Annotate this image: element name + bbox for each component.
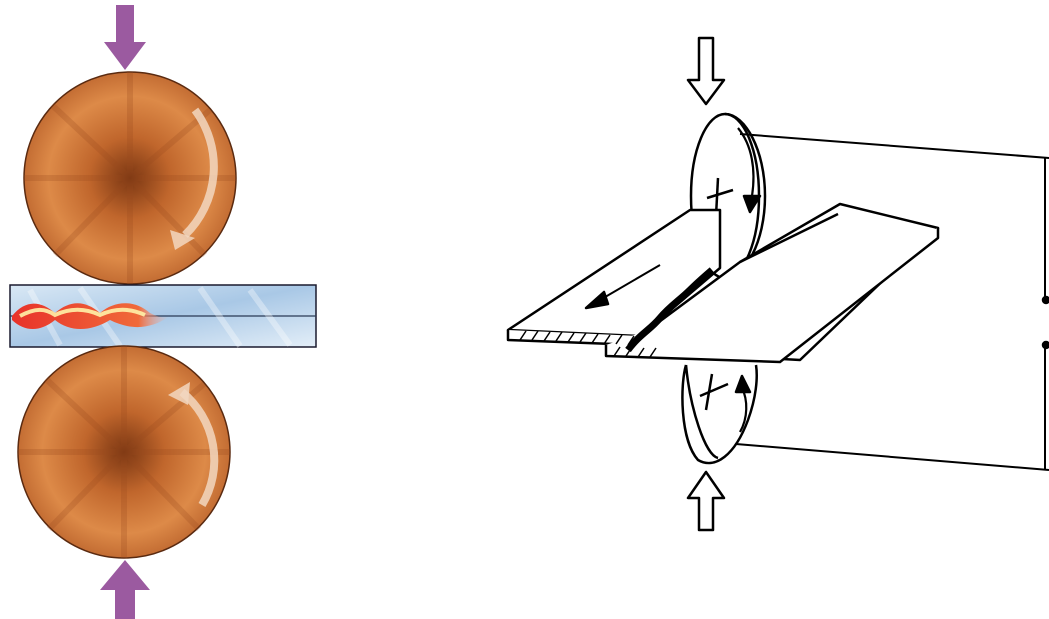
weld-seam bbox=[12, 303, 170, 329]
terminal-dot-top bbox=[1041, 295, 1049, 305]
right-weld-seam bbox=[625, 267, 715, 353]
lower-wheel bbox=[681, 364, 758, 465]
left-panel bbox=[9, 5, 317, 619]
bottom-force-arrow bbox=[100, 560, 150, 619]
lower-roller bbox=[17, 345, 231, 559]
bottom-hollow-arrow bbox=[686, 470, 726, 532]
upper-roller bbox=[23, 71, 237, 285]
sheet-assembly bbox=[506, 202, 940, 364]
lower-lead-wire bbox=[735, 443, 1049, 471]
upper-rotation-arrow bbox=[182, 107, 218, 238]
upper-lead-wire bbox=[739, 133, 1049, 159]
travel-direction-arrow bbox=[584, 264, 661, 310]
top-hollow-arrow bbox=[686, 36, 726, 106]
right-panel bbox=[506, 36, 1049, 532]
top-force-arrow bbox=[104, 5, 146, 70]
terminal-dot-bottom bbox=[1041, 340, 1049, 350]
lower-rotation-arrow bbox=[179, 388, 219, 508]
upper-wheel-rotation-arrow bbox=[737, 127, 755, 197]
